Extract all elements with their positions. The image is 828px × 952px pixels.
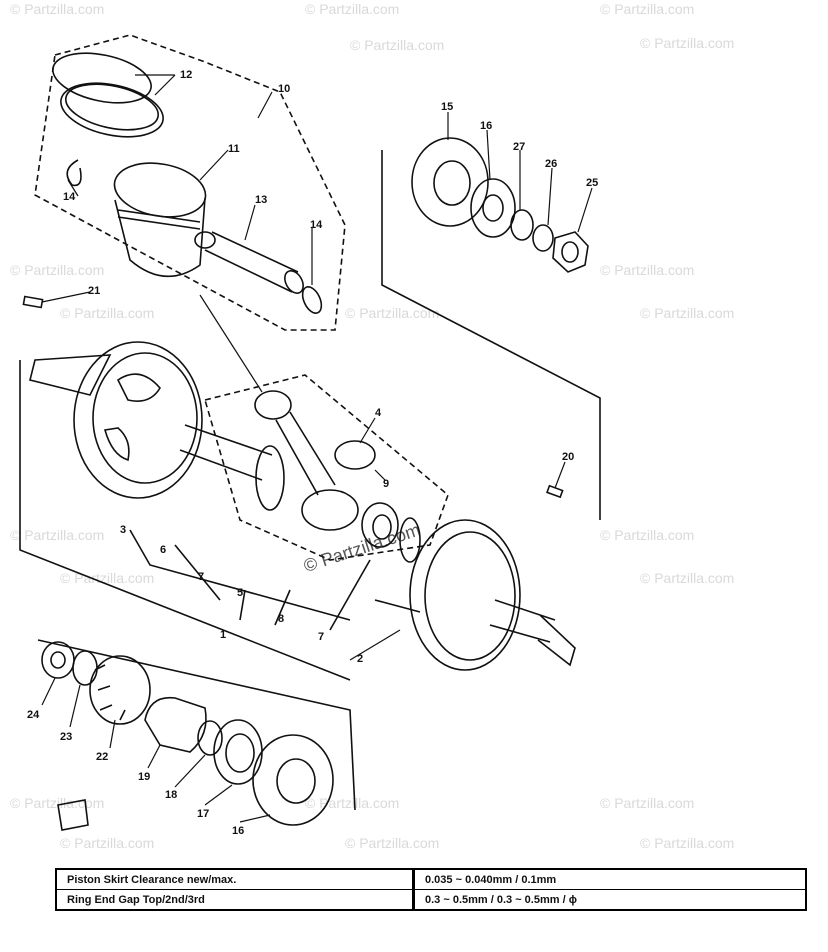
washer (532, 224, 554, 252)
bearing-drive-side (411, 137, 489, 227)
piston-pin-clip-right (301, 286, 323, 314)
front-indicator-icon (57, 799, 89, 831)
callout-6: 6 (160, 544, 166, 556)
watermark: © Partzilla.com (345, 835, 439, 851)
o-ring (197, 720, 223, 756)
watermark: © Partzilla.com (10, 1, 104, 17)
oil-seal (470, 178, 516, 238)
watermark: © Partzilla.com (345, 305, 439, 321)
watermarks: © Partzilla.com © Partzilla.com © Partzi… (10, 1, 734, 851)
callout-4: 4 (375, 407, 382, 419)
watermark: © Partzilla.com (640, 305, 734, 321)
watermark: © Partzilla.com (10, 795, 104, 811)
spec-label-ring-gap: Ring End Gap Top/2nd/3rd (55, 889, 414, 911)
callout-27: 27 (513, 141, 525, 153)
callout-24: 24 (27, 709, 40, 721)
callout-3: 3 (120, 524, 126, 536)
callout-20: 20 (562, 451, 574, 463)
callout-13: 13 (255, 194, 267, 206)
watermark: © Partzilla.com (10, 262, 104, 278)
table-row: Ring End Gap Top/2nd/3rd 0.3 ~ 0.5mm / 0… (55, 889, 807, 911)
bearing-left (252, 734, 334, 826)
conrod-group-outline (203, 374, 449, 561)
callout-19: 19 (138, 771, 150, 783)
piston-group-outline (34, 34, 346, 331)
piston-pin-clip-left (66, 159, 82, 187)
callout-16: 16 (480, 120, 492, 132)
callout-5: 5 (237, 587, 243, 599)
watermark: © Partzilla.com (600, 1, 694, 17)
nut (552, 231, 589, 273)
watermark: © Partzilla.com (305, 795, 399, 811)
callout-10: 10 (278, 83, 290, 95)
callout-26: 26 (545, 158, 557, 170)
leader-lines (41, 74, 593, 823)
callout-8: 8 (278, 613, 284, 625)
watermark: © Partzilla.com (10, 527, 104, 543)
thrust-washer-left (255, 445, 285, 511)
primary-washer (72, 650, 98, 686)
spec-value-ring-gap: 0.3 ~ 0.5mm / 0.3 ~ 0.5mm / ϕ (412, 889, 807, 911)
watermark: © Partzilla.com (60, 835, 154, 851)
callout-23: 23 (60, 731, 72, 743)
piston-rings (52, 52, 164, 138)
thrust-washer-right (399, 517, 421, 563)
piston-pin (204, 231, 304, 294)
watermark: © Partzilla.com (640, 835, 734, 851)
drive-side-bracket (374, 599, 421, 613)
big-end-bearing (361, 502, 399, 548)
primary-drive-group-outline (37, 639, 356, 811)
watermark: © Partzilla.com (600, 527, 694, 543)
watermark: © Partzilla.com (305, 1, 399, 17)
callout-22: 22 (96, 751, 108, 763)
crankshaft-piston-exploded-diagram: © Partzilla.com © Partzilla.com © Partzi… (10, 1, 734, 851)
crankshaft-assembly-bracket (19, 360, 371, 681)
crank-right (409, 519, 576, 671)
callout-14: 14 (63, 191, 76, 203)
primary-nut (41, 641, 75, 679)
connecting-rod (254, 390, 359, 531)
spacer (144, 696, 207, 753)
drive-side-group-outline (381, 150, 601, 520)
woodruff-key-right (546, 484, 564, 499)
callout-11: 11 (228, 143, 240, 155)
crankshaft-seal-left (213, 719, 263, 785)
collar (510, 209, 534, 241)
callout-21: 21 (88, 285, 100, 297)
watermark: © Partzilla.com (350, 37, 444, 53)
callout-1: 1 (220, 629, 226, 641)
table-row: Piston Skirt Clearance new/max. 0.035 ~ … (55, 868, 807, 890)
callout-18: 18 (165, 789, 177, 801)
watermark: © Partzilla.com (640, 35, 734, 51)
watermark: © Partzilla.com (60, 570, 154, 586)
piston (113, 162, 216, 278)
callout-12: 12 (180, 69, 192, 81)
callout-25: 25 (586, 177, 598, 189)
crank-left (29, 341, 203, 499)
small-end-bearing (334, 440, 376, 470)
callout-14b: 14 (310, 219, 323, 231)
callout-16b: 16 (232, 825, 244, 837)
spec-value-piston-skirt: 0.035 ~ 0.040mm / 0.1mm (412, 868, 807, 890)
callouts: 12 10 11 14 13 14 15 16 27 26 25 21 4 9 … (27, 69, 598, 837)
callout-2: 2 (357, 653, 363, 665)
spec-label-piston-skirt: Piston Skirt Clearance new/max. (55, 868, 414, 890)
callout-9: 9 (383, 478, 389, 490)
callout-7b: 7 (318, 631, 324, 643)
crank-pin (179, 424, 273, 481)
callout-15: 15 (441, 101, 453, 113)
watermark: © Partzilla.com (60, 305, 154, 321)
woodruff-key-left (22, 295, 44, 309)
watermark: © Partzilla.com (600, 262, 694, 278)
primary-drive-gear (89, 655, 151, 725)
watermark: © Partzilla.com (600, 795, 694, 811)
callout-7: 7 (198, 571, 204, 583)
watermark: © Partzilla.com (640, 570, 734, 586)
callout-17: 17 (197, 808, 209, 820)
spec-table: Piston Skirt Clearance new/max. 0.035 ~ … (55, 868, 807, 911)
